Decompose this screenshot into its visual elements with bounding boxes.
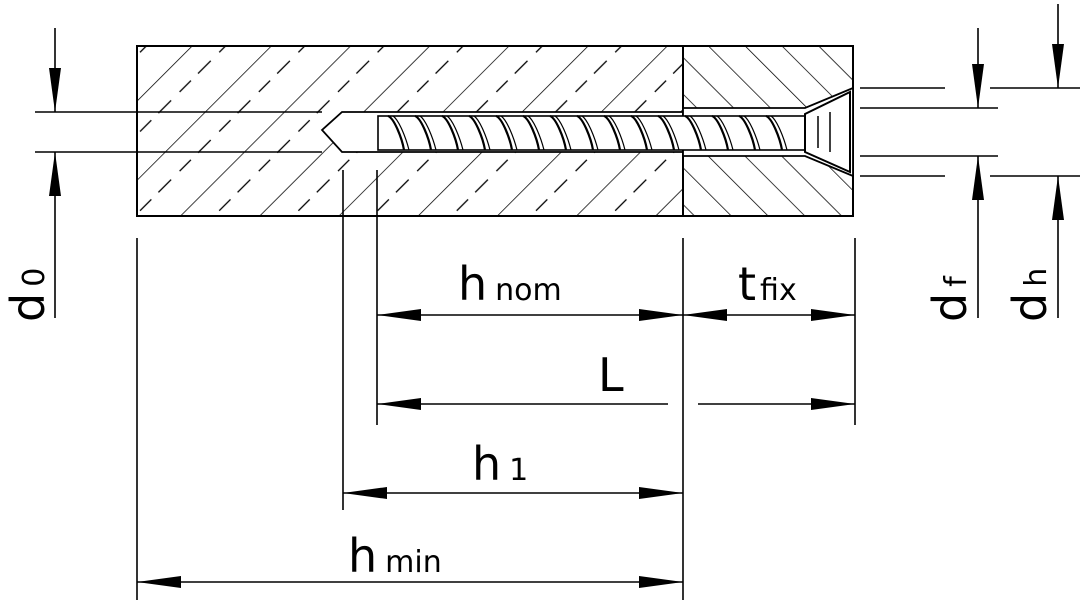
screw-thread [608, 115, 626, 151]
screw-thread [522, 114, 541, 151]
screw-thread [527, 115, 545, 151]
screw-thread [657, 114, 676, 151]
screw-thread [473, 115, 491, 151]
screw-thread [441, 114, 460, 151]
screw-thread [603, 114, 622, 151]
screw-thread [419, 115, 437, 151]
screw-thread [549, 114, 568, 151]
screw-thread [414, 114, 433, 151]
screw-thread [689, 115, 707, 151]
screw-thread [500, 115, 518, 151]
screw-thread [495, 114, 514, 151]
screw-thread [387, 114, 406, 151]
screw-thread [765, 114, 784, 151]
screw-thread [738, 114, 757, 151]
screw-thread [770, 115, 788, 151]
screw-thread [576, 114, 595, 151]
dimension-lines [49, 4, 1064, 588]
screw-thread [446, 115, 464, 151]
screw-thread [662, 115, 680, 151]
screw-thread [392, 115, 410, 151]
screw-thread [554, 115, 572, 151]
screw-anchor [377, 90, 851, 174]
screw-thread [716, 115, 734, 151]
screw-thread [635, 115, 653, 151]
L-label: L [598, 348, 624, 402]
screw-thread [468, 114, 487, 151]
screw-thread [743, 115, 761, 151]
d-0-label: d0 [1, 268, 55, 322]
screw-thread [581, 115, 599, 151]
screw-thread [630, 114, 649, 151]
d-h-label: dh [1003, 268, 1057, 322]
screw-thread [684, 114, 703, 151]
d-f-label: df [923, 275, 977, 322]
screw-thread [711, 114, 730, 151]
extension-lines [35, 87, 1080, 600]
